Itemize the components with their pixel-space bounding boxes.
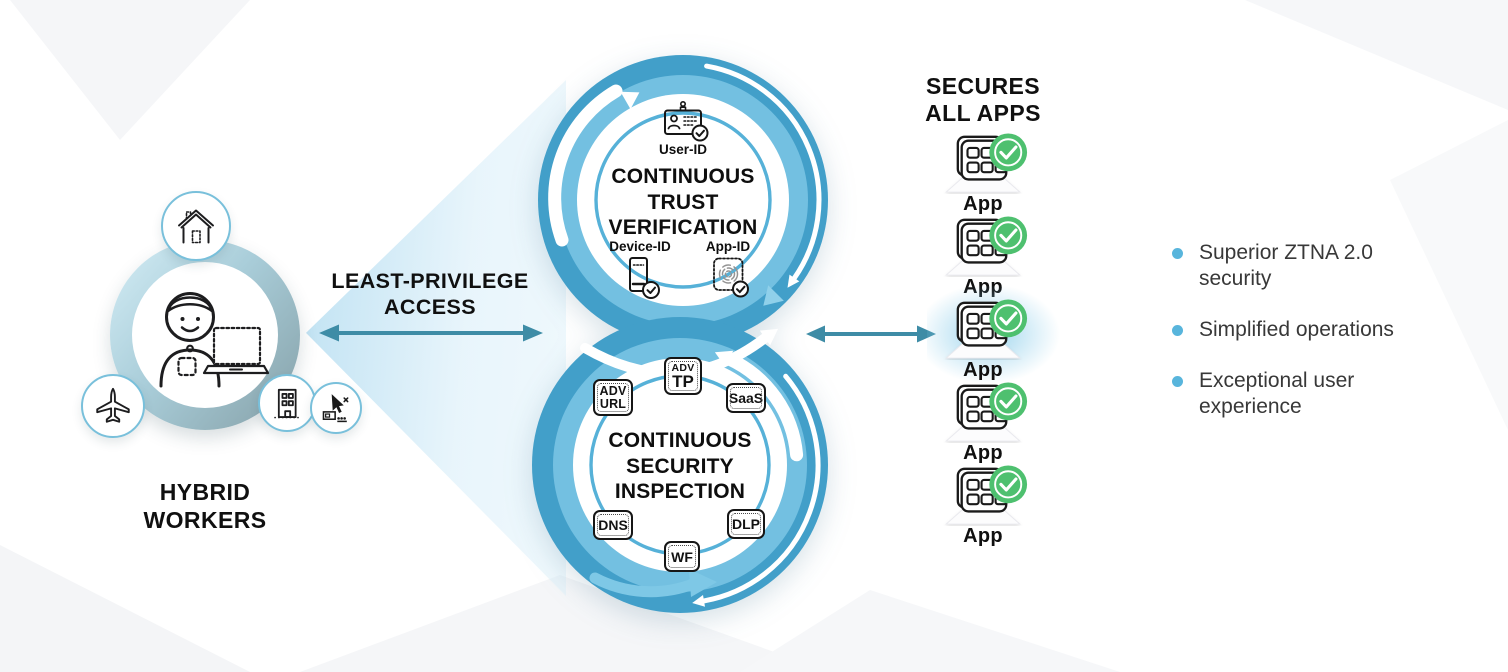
hybrid-workers-label: HYBRID WORKERS [143,479,267,533]
home-location-circle [161,191,231,261]
app-label: App [963,359,1003,381]
least-privilege-double-arrow [319,324,543,342]
trust-verification-title: CONTINUOUS TRUST VERIFICATION [608,165,758,239]
app-id-label: App-ID [705,239,751,254]
badge-adv-tp-line1: ADV [671,362,695,374]
bullet-icon [1172,325,1183,336]
app-item-5: App [935,464,1031,547]
app-item-4: App [935,381,1031,464]
mobile-device-check-icon [629,257,660,299]
apps-column: App App [923,132,1063,547]
benefit-text: Superior ZTNA 2.0 security [1199,241,1373,290]
badge-adv-url: ADV URL [593,379,633,416]
benefit-item-2: Simplified operations [1172,317,1402,343]
app-label: App [963,442,1003,464]
badge-saas: SaaS [726,383,766,413]
bullet-icon [1172,248,1183,259]
house-icon [178,209,214,244]
app-grid-green-check-icon [944,133,1028,193]
badge-saas-label: SaaS [728,390,764,406]
benefits-list: Superior ZTNA 2.0 security Simplified op… [1172,240,1402,445]
badge-dlp: DLP [727,509,765,539]
apps-double-arrow [806,325,936,343]
hybrid-worker-inner-circle [132,262,278,408]
app-grid-green-check-icon [944,465,1028,525]
office-building-icon [274,388,301,419]
badge-dns: DNS [593,510,633,540]
badge-adv-url-line1: ADV [599,383,627,398]
pos-cursor-icon [322,394,349,423]
badge-dlp-label: DLP [732,516,760,532]
airplane-icon [96,387,130,423]
benefit-text: Simplified operations [1199,318,1394,341]
fingerprint-check-icon [713,257,749,298]
app-item-3-highlighted: App [927,286,1063,386]
security-inspection-title: CONTINUOUS SECURITY INSPECTION [608,429,752,503]
badge-wf: WF [664,541,700,572]
person-laptop-icon [159,292,270,388]
badge-wf-label: WF [671,548,693,565]
app-item-1: App [935,132,1031,215]
benefit-text: Exceptional user experience [1199,369,1355,418]
user-id-label: User-ID [658,142,707,157]
app-label: App [963,525,1003,547]
office-location-circle [258,374,316,432]
badge-adv-url-line2: URL [599,396,627,411]
benefit-item-3: Exceptional user experience [1172,368,1402,420]
bullet-icon [1172,376,1183,387]
app-grid-green-check-icon [944,299,1028,359]
secures-all-apps-title: SECURES ALL APPS [925,73,1041,126]
badge-adv-tp-line2: TP [672,372,694,391]
app-grid-green-check-icon [944,216,1028,276]
public-device-circle [310,382,362,434]
id-card-check-icon [664,100,709,142]
device-id-label: Device-ID [609,239,671,254]
badge-adv-tp: ADV TP [664,357,702,395]
least-privilege-access-label: LEAST-PRIVILEGE ACCESS [331,269,529,319]
badge-dns-label: DNS [598,517,628,533]
app-label: App [963,193,1003,215]
benefit-item-1: Superior ZTNA 2.0 security [1172,240,1402,292]
app-grid-green-check-icon [944,382,1028,442]
travel-location-circle [81,374,145,438]
